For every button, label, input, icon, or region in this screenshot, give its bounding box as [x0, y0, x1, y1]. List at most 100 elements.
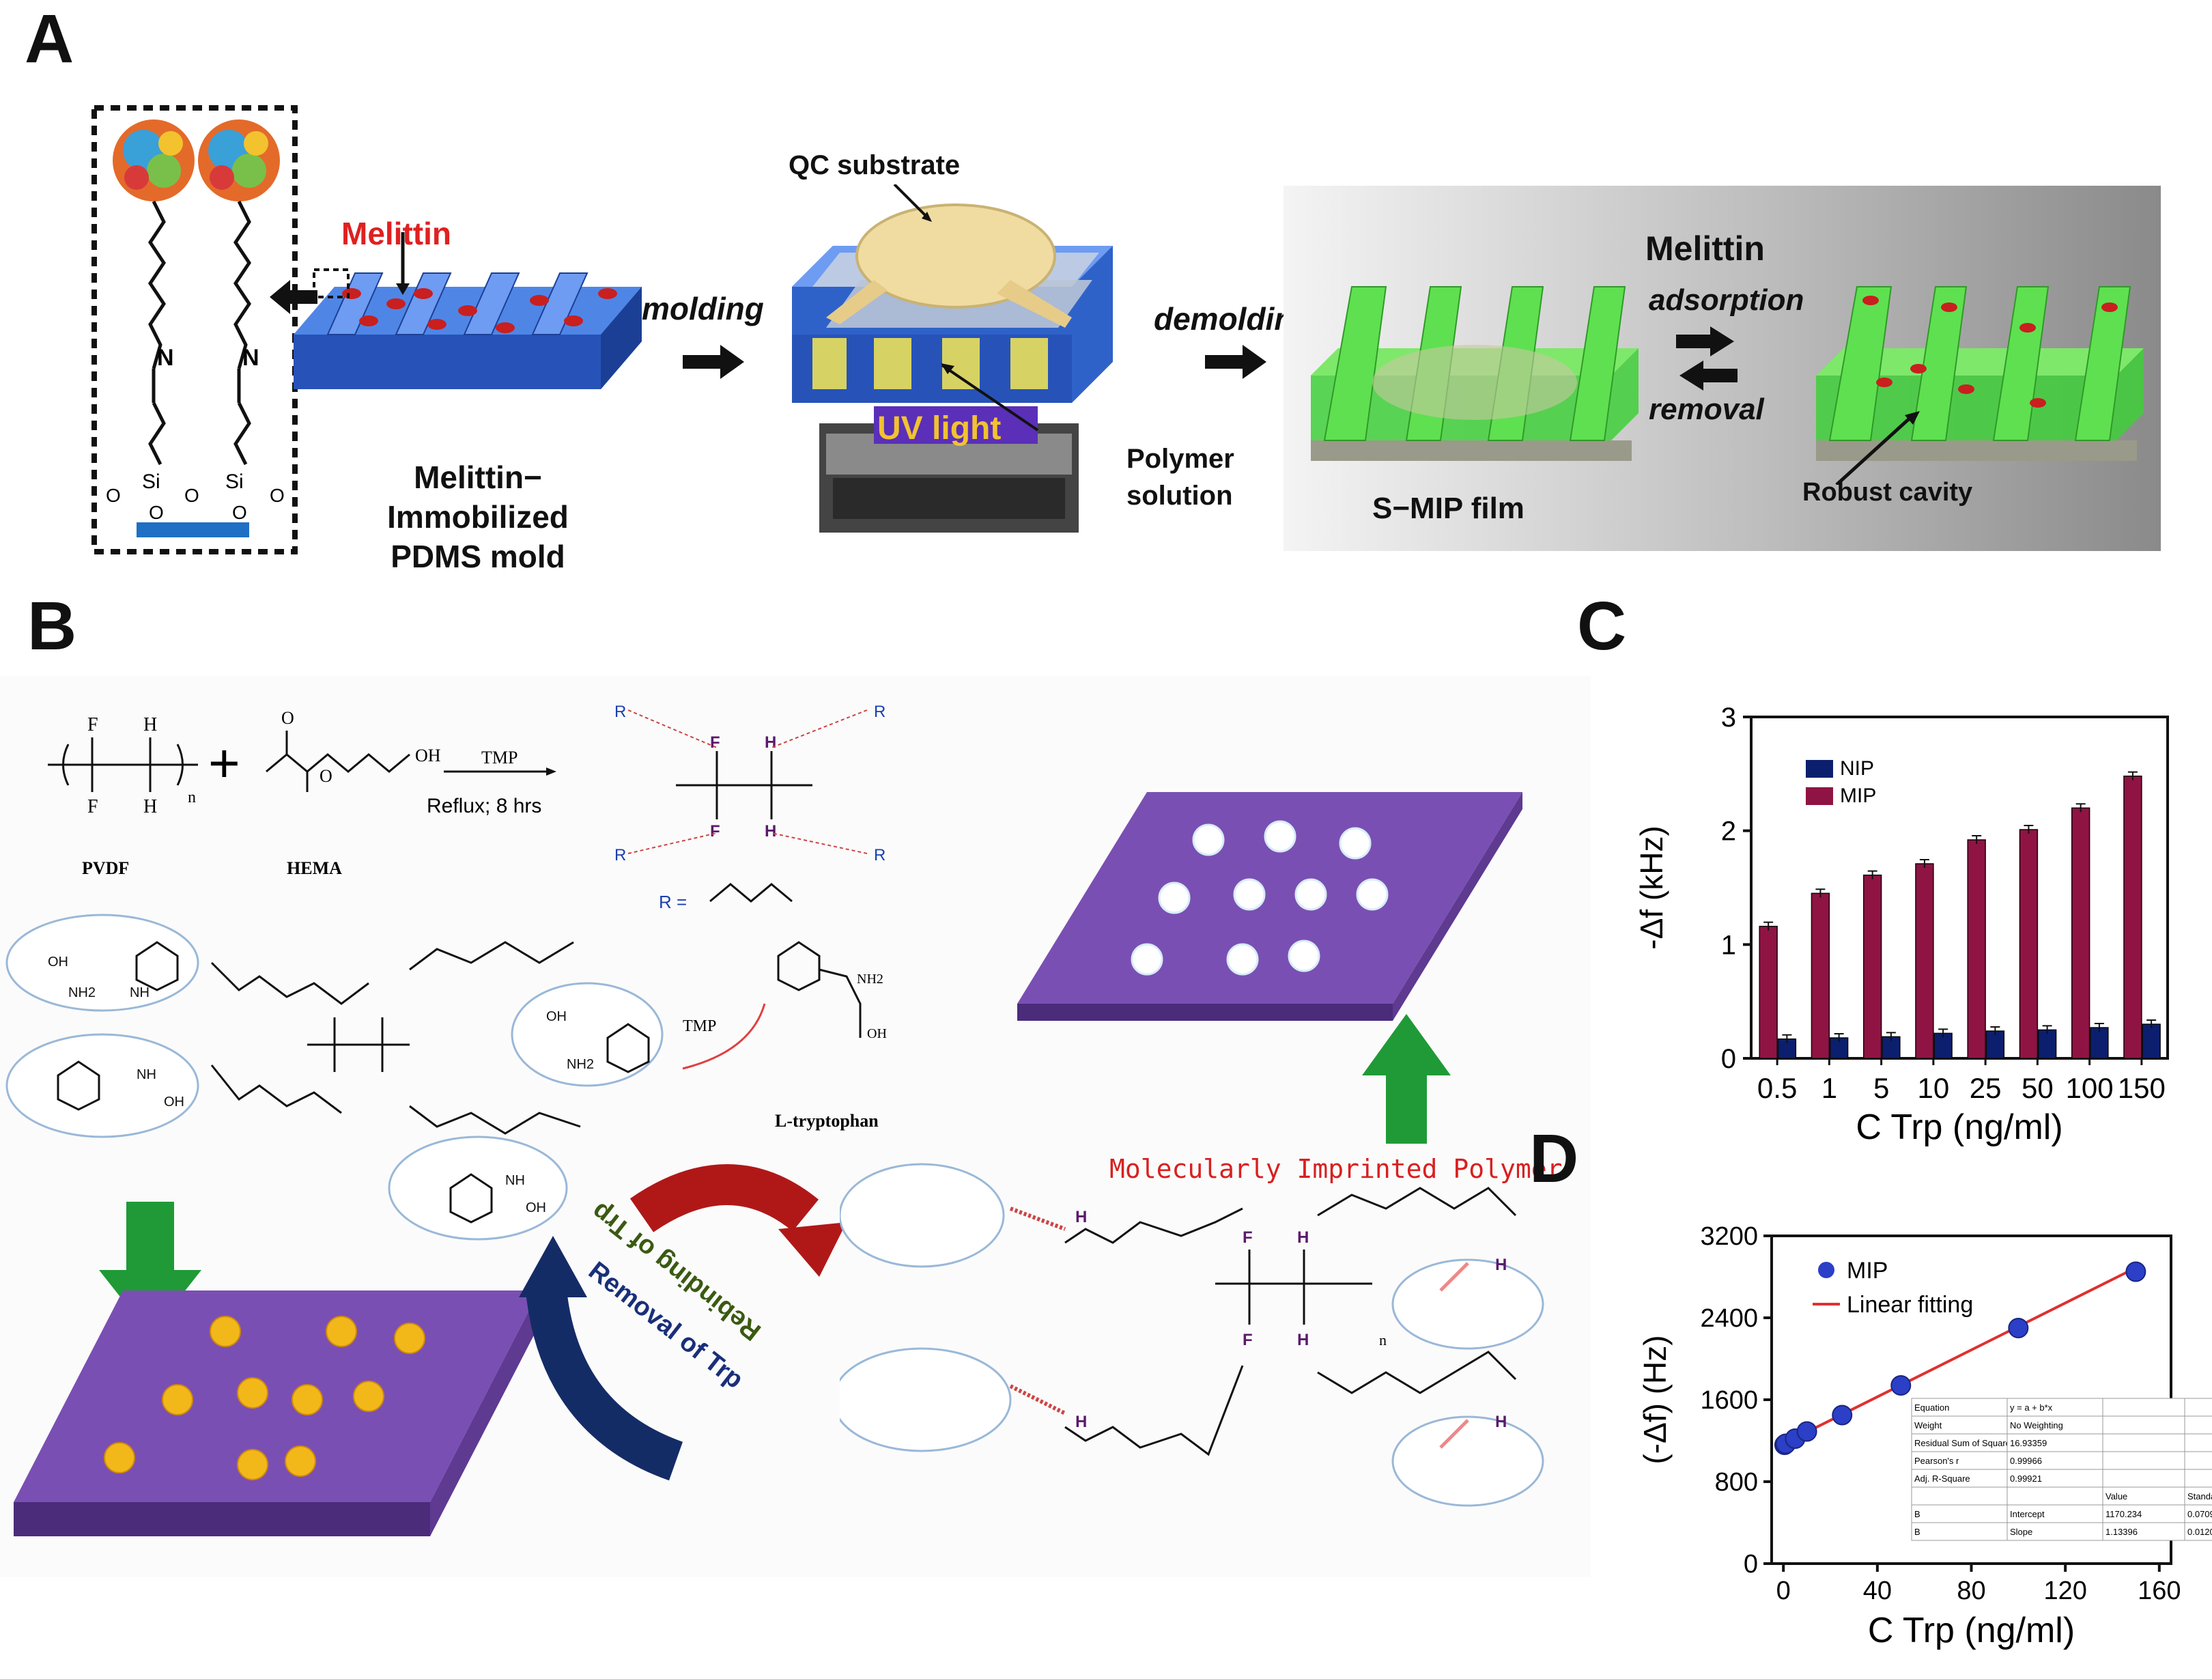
y-tick-label: 0: [1744, 1550, 1758, 1579]
r-equals-label: R =: [659, 892, 687, 912]
reflux-label: Reflux; 8 hrs: [427, 795, 541, 817]
mip-title-label: Molecularly Imprinted Polymer: [1109, 1154, 1563, 1184]
data-point: [1796, 1421, 1817, 1442]
atom-nh-2: NH: [137, 1067, 156, 1082]
atom-o-2: O: [184, 485, 199, 506]
atom-nh2-2: NH2: [567, 1057, 594, 1072]
legend-label-mip: MIP: [1847, 1258, 1888, 1284]
stats-cell: [2184, 1522, 2212, 1541]
atom-f: F: [1243, 1228, 1253, 1247]
qc-substrate-label: QC substrate: [789, 150, 961, 180]
substrate-bar: [137, 522, 249, 537]
y-tick-label: 2400: [1700, 1304, 1758, 1333]
y-tick-label: 3200: [1700, 1222, 1758, 1251]
stats-cell: [1911, 1433, 2008, 1452]
left-arrow-icon: [270, 280, 317, 314]
y-tick-label: 800: [1715, 1468, 1758, 1497]
stats-cell: [2184, 1433, 2212, 1452]
bar-nip: [2037, 1029, 2057, 1059]
x-tick-label: 80: [1957, 1577, 1985, 1605]
stats-cell-text: Value: [2105, 1491, 2127, 1501]
stats-cell: [2007, 1486, 2103, 1506]
stats-cell-text: 1170.234: [2105, 1509, 2142, 1519]
atom-o: O: [106, 485, 121, 506]
atom-n: N: [157, 345, 174, 371]
exchange-arrows-icon: [1676, 326, 1738, 391]
atom-nh-3: NH: [505, 1173, 525, 1188]
x-tick-label: 10: [1918, 1072, 1950, 1104]
x-tick-label: 5: [1873, 1072, 1889, 1104]
bar-mip: [1811, 892, 1830, 1059]
x-tick-label: 120: [2043, 1577, 2086, 1605]
stats-cell-text: 1.13396: [2105, 1527, 2138, 1537]
atom-o: O: [281, 708, 294, 728]
stats-cell: [2184, 1486, 2212, 1506]
reaction-scheme: F F H H n PVDF + O O OH HEMA TMP Reflux;…: [48, 703, 885, 912]
data-point: [1890, 1375, 1912, 1396]
bar-mip: [2019, 829, 2039, 1059]
atom-o-5: O: [232, 502, 247, 523]
atom-si-2: Si: [225, 470, 244, 493]
atom-nh2: NH2: [68, 985, 96, 1000]
dashed-box: [91, 105, 298, 554]
mold-caption: Melittin− Immobilized PDMS mold: [362, 457, 594, 576]
y-tick-label: 3: [1721, 703, 1736, 733]
mold-caption-line-3: PDMS mold: [391, 539, 565, 574]
atom-oh-3: OH: [546, 1009, 567, 1024]
stats-cell-text: Weight: [1914, 1420, 1942, 1430]
atom-o-4: O: [149, 502, 164, 523]
atom-nh2-3: NH2: [857, 972, 883, 987]
stats-cell: [2184, 1398, 2212, 1417]
tmp-cloud-label: TMP: [683, 1017, 716, 1035]
robust-cavity-label: Robust cavity: [1802, 478, 1973, 507]
stats-cell: [2007, 1433, 2103, 1452]
stats-cell-text: Equation: [1914, 1402, 1949, 1413]
bar-nip: [1985, 1030, 2005, 1059]
stats-cell: [2007, 1415, 2103, 1435]
melittin-protein-icon: [113, 119, 195, 201]
melittin-title: Melittin: [1645, 229, 1765, 268]
bar-nip: [2142, 1024, 2161, 1059]
stats-cell-text: 0.99966: [2010, 1456, 2042, 1466]
polymer-solution-label: Polymer solution: [1126, 440, 1234, 514]
stats-cell-text: 0.0709: [2187, 1509, 2212, 1519]
atom-f: F: [87, 714, 98, 735]
stats-cell: [1911, 1522, 2008, 1541]
x-axis-label: C Trp (ng/ml): [1868, 1611, 2075, 1650]
stats-cell: [1911, 1504, 2008, 1523]
bar-mip: [2123, 775, 2142, 1059]
stats-cell-text: Pearson's r: [1914, 1456, 1959, 1466]
plot-frame: [1750, 716, 2169, 1060]
stats-cell: [2102, 1451, 2185, 1470]
stats-cell: [2102, 1433, 2185, 1452]
stats-cell: [1911, 1415, 2008, 1435]
x-tick-label: 150: [2118, 1072, 2166, 1104]
bar-mip: [2071, 807, 2090, 1059]
atom-h-2: H: [143, 796, 157, 817]
melittin-label: Melittin: [341, 216, 451, 251]
adsorption-label: adsorption: [1649, 283, 1804, 317]
pvdf-label: PVDF: [82, 858, 129, 878]
melittin-protein-icon-2: [198, 119, 280, 201]
stats-cell-text: 0.99921: [2010, 1473, 2042, 1484]
data-point: [2008, 1318, 2029, 1338]
stats-cell: [2102, 1398, 2185, 1417]
data-point: [2125, 1261, 2146, 1282]
atom-f-3: F: [710, 733, 720, 752]
legend-marker-mip: [1818, 1262, 1834, 1278]
r-group: R: [614, 703, 626, 721]
stats-cell: [2184, 1415, 2212, 1435]
atom-f-2: F: [87, 796, 98, 817]
cloud-3: [511, 982, 664, 1087]
atom-oh-4: OH: [526, 1200, 546, 1215]
y-tick-label: 1: [1721, 930, 1736, 960]
smip-film-label: S−MIP film: [1372, 492, 1525, 525]
x-tick-label: 25: [1970, 1072, 2002, 1104]
stats-cell-text: Adj. R-Square: [1914, 1473, 1970, 1484]
molding-label: molding: [642, 291, 764, 326]
atom-si: Si: [142, 470, 160, 493]
panel-letter-c: C: [1577, 588, 1627, 664]
atom-n-2: N: [242, 345, 259, 371]
atom-f-2: F: [1243, 1331, 1253, 1349]
